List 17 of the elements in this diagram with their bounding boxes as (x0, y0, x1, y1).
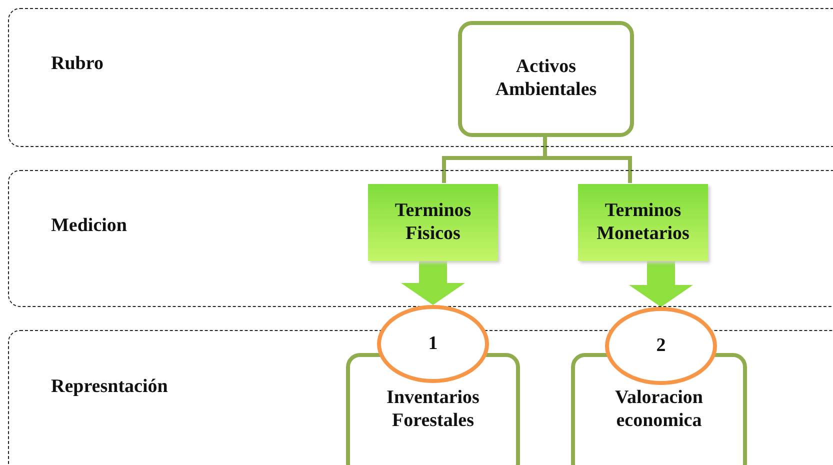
node-label: Terminos Monetarios (596, 200, 690, 246)
number-label: 2 (656, 334, 666, 358)
row-heading: Represntación (51, 376, 168, 398)
dashed-band (8, 8, 833, 147)
row-heading: Medicion (51, 215, 127, 237)
node-label: Inventarios Forestales (386, 387, 480, 433)
process-box (458, 21, 634, 137)
label-box (578, 184, 708, 261)
dashed-band (8, 170, 833, 307)
down-arrow (401, 260, 465, 305)
label-box (368, 184, 498, 261)
node-label: Terminos Fisicos (394, 200, 472, 246)
down-arrow (629, 260, 693, 307)
node-label: Valoracion economica (614, 387, 704, 433)
number-label: 1 (428, 332, 438, 356)
node-label: Activos Ambientales (494, 56, 598, 102)
row-heading: Rubro (51, 53, 104, 75)
